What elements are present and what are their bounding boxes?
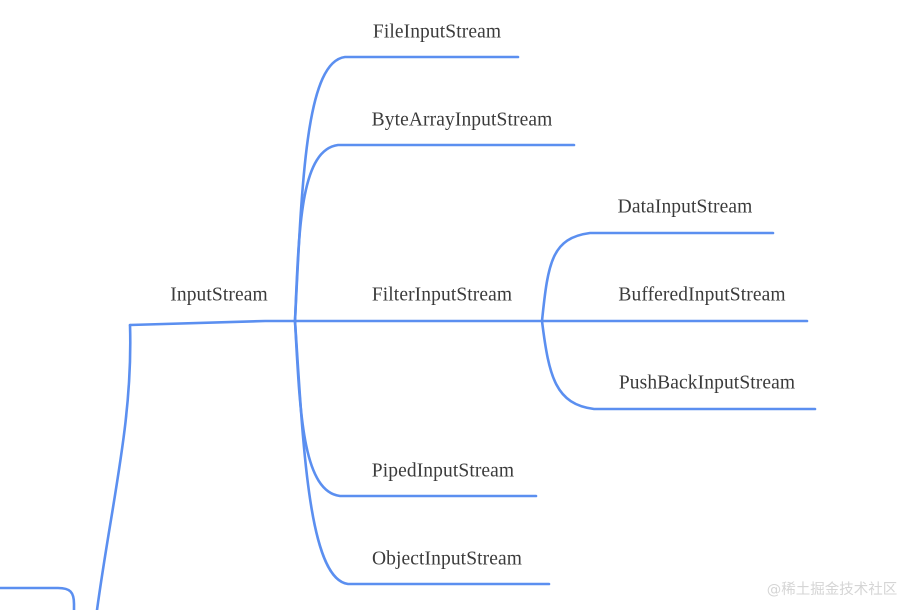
watermark-text: @稀土掘金技术社区 bbox=[766, 581, 898, 598]
edge-subjunction-pushback bbox=[540, 319, 817, 411]
node-label-data-input-stream[interactable]: DataInputStream bbox=[617, 196, 753, 218]
node-label-buffered-input-stream[interactable]: BufferedInputStream bbox=[618, 284, 786, 306]
node-label-piped-input-stream[interactable]: PipedInputStream bbox=[371, 460, 515, 482]
node-label-object-input-stream[interactable]: ObjectInputStream bbox=[371, 548, 523, 570]
node-label-file-input-stream[interactable]: FileInputStream bbox=[372, 21, 502, 43]
node-label-pushback-input-stream[interactable]: PushBackInputStream bbox=[618, 372, 796, 394]
edge-inputstream-spine bbox=[128, 319, 297, 327]
edge-junction-bytearray bbox=[293, 143, 576, 323]
node-label-input-stream[interactable]: InputStream bbox=[170, 284, 268, 306]
edge-junction-file bbox=[293, 55, 520, 323]
node-label-filter-input-stream[interactable]: FilterInputStream bbox=[371, 284, 513, 306]
edge-offscreen-sibling bbox=[0, 586, 76, 610]
node-label-byte-array-input-stream[interactable]: ByteArrayInputStream bbox=[371, 109, 553, 131]
edge-root-inputstream bbox=[95, 323, 132, 610]
edge-subjunction-data bbox=[540, 231, 775, 323]
edge-junction-object bbox=[293, 319, 551, 586]
